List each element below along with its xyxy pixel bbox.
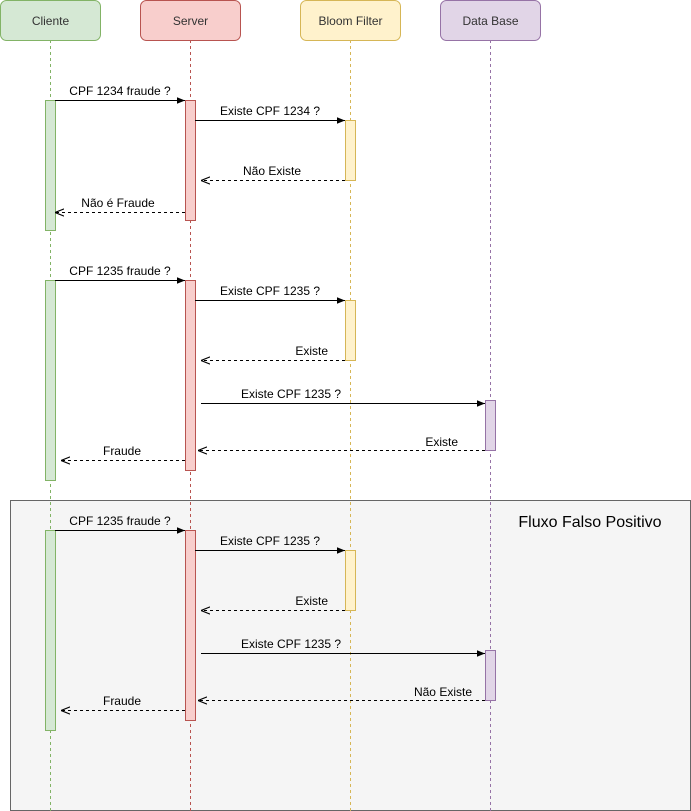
message-label: Existe — [295, 594, 328, 608]
message-label: Existe CPF 1235 ? — [241, 637, 341, 651]
message-label: Existe — [295, 344, 328, 358]
message: Existe CPF 1235 ? — [195, 284, 345, 304]
flow-3: CPF 1235 fraude ? Existe CPF 1235 ? Exis… — [55, 514, 485, 711]
message: CPF 1234 fraude ? — [55, 84, 185, 104]
return-message: Não é Fraude — [55, 196, 185, 213]
participant-label-cliente: Cliente — [32, 14, 70, 28]
activation-bars — [45, 100, 496, 731]
message-label: Existe CPF 1235 ? — [220, 284, 320, 298]
message: CPF 1235 fraude ? — [55, 264, 185, 284]
flow-1: CPF 1234 fraude ? Existe CPF 1234 ? Não … — [55, 84, 345, 213]
flow-2: CPF 1235 fraude ? Existe CPF 1235 ? Exis… — [55, 264, 485, 461]
return-message: Fraude — [61, 694, 185, 711]
participant-server: Server — [140, 0, 241, 41]
message: Existe CPF 1235 ? — [201, 387, 485, 407]
message-label: Existe CPF 1235 ? — [241, 387, 341, 401]
message-label: Não é Fraude — [81, 196, 155, 210]
activation-server-2 — [185, 280, 196, 471]
message-label: CPF 1235 fraude ? — [69, 264, 171, 278]
return-message: Existe — [198, 435, 485, 451]
message: Existe CPF 1235 ? — [201, 637, 485, 657]
frame-title: Fluxo Falso Positivo — [518, 514, 661, 531]
participant-label-server: Server — [173, 14, 208, 28]
message: CPF 1235 fraude ? — [55, 514, 185, 534]
participant-label-bloom-filter: Bloom Filter — [318, 14, 382, 28]
return-message: Fraude — [61, 444, 185, 461]
return-message: Não Existe — [198, 685, 485, 701]
message: Existe CPF 1235 ? — [195, 534, 345, 554]
message-label: Fraude — [103, 444, 141, 458]
message-label: Existe CPF 1234 ? — [220, 104, 320, 118]
activation-bloom-2 — [345, 300, 356, 361]
return-message: Não Existe — [201, 164, 345, 181]
message-label: Existe — [425, 435, 458, 449]
participant-label-data-base: Data Base — [462, 14, 518, 28]
message-label: Existe CPF 1235 ? — [220, 534, 320, 548]
activation-cliente-2 — [45, 280, 56, 481]
message-label: CPF 1235 fraude ? — [69, 514, 171, 528]
message-label: Fraude — [103, 694, 141, 708]
activation-db-3 — [485, 650, 496, 701]
message-label: Não Existe — [414, 685, 472, 699]
activation-bloom-3 — [345, 550, 356, 611]
activation-server-1 — [185, 100, 196, 221]
activation-server-3 — [185, 530, 196, 721]
participant-data-base: Data Base — [440, 0, 541, 41]
activation-bloom-1 — [345, 120, 356, 181]
return-message: Existe — [201, 344, 345, 361]
activation-db-2 — [485, 400, 496, 451]
activation-cliente-3 — [45, 530, 56, 731]
activation-cliente-1 — [45, 100, 56, 231]
return-message: Existe — [201, 594, 345, 611]
participant-cliente: Cliente — [0, 0, 101, 41]
message: Existe CPF 1234 ? — [195, 104, 345, 124]
message-label: CPF 1234 fraude ? — [69, 84, 171, 98]
message-label: Não Existe — [243, 164, 301, 178]
participant-bloom-filter: Bloom Filter — [300, 0, 401, 41]
participant-headers: Cliente Server Bloom Filter Data Base — [0, 0, 541, 41]
